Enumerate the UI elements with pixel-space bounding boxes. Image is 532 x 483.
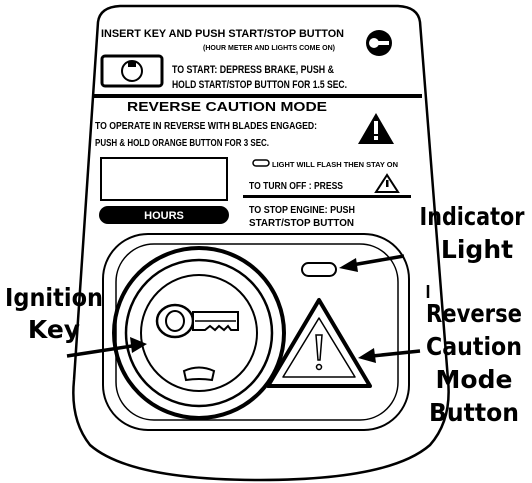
turn-off-underline [243,195,411,198]
control-housing-outer [102,233,410,431]
ignition-key-label-line-2: Key [28,315,80,344]
turn-off-label: TO TURN OFF : PRESS [249,181,343,192]
indicator-light-label-line-1: Indicator [420,202,526,231]
hours-label: HOURS [144,210,184,222]
indicator-light-icon [301,262,337,277]
ignition-switch[interactable] [112,246,286,420]
reverse-instruction-line-1: TO OPERATE IN REVERSE WITH BLADES ENGAGE… [95,121,317,132]
reverse-caution-mode-button[interactable] [266,298,372,388]
ignition-key-label-line-1: Ignition [5,283,103,312]
reverse-button-label-line-4: Button [429,398,519,427]
reverse-instruction-line-2: PUSH & HOLD ORANGE BUTTON FOR 3 SEC. [95,138,269,149]
reverse-button-label-line-2: Caution [426,332,522,361]
indicator-light-label-line-2: Light [441,235,513,264]
stop-engine-line-2: START/STOP BUTTON [249,218,354,229]
ignition-key-arrow [66,337,147,358]
to-start-line-2: HOLD START/STOP BUTTON FOR 1.5 SEC. [172,79,347,91]
reverse-caution-heading: REVERSE CAUTION MODE [127,99,327,114]
light-flash-note: LIGHT WILL FLASH THEN STAY ON [272,162,398,169]
warning-triangle-small-icon [374,173,400,193]
reverse-button-label-line-1: Reverse [426,299,522,328]
hours-label-pill [99,206,229,224]
ignition-key-icon [155,303,239,339]
insert-key-instruction: INSERT KEY AND PUSH START/STOP BUTTON [101,28,344,40]
key-switch-icon [100,54,164,88]
key-icon [366,30,392,56]
to-start-line-1: TO START: DEPRESS BRAKE, PUSH & [172,64,334,76]
light-indicator-pictogram [252,159,270,167]
hour-meter-note: (HOUR METER AND LIGHTS COME ON) [203,45,335,52]
reverse-button-arrow [358,348,421,363]
section-divider [92,94,422,98]
indicator-light-arrow [339,254,405,272]
reverse-button-label-line-3: Mode [436,365,513,394]
warning-triangle-icon [358,113,394,144]
hour-meter-display [100,157,228,201]
stop-engine-line-1: TO STOP ENGINE: PUSH [249,205,355,216]
panel-outline [72,4,450,482]
